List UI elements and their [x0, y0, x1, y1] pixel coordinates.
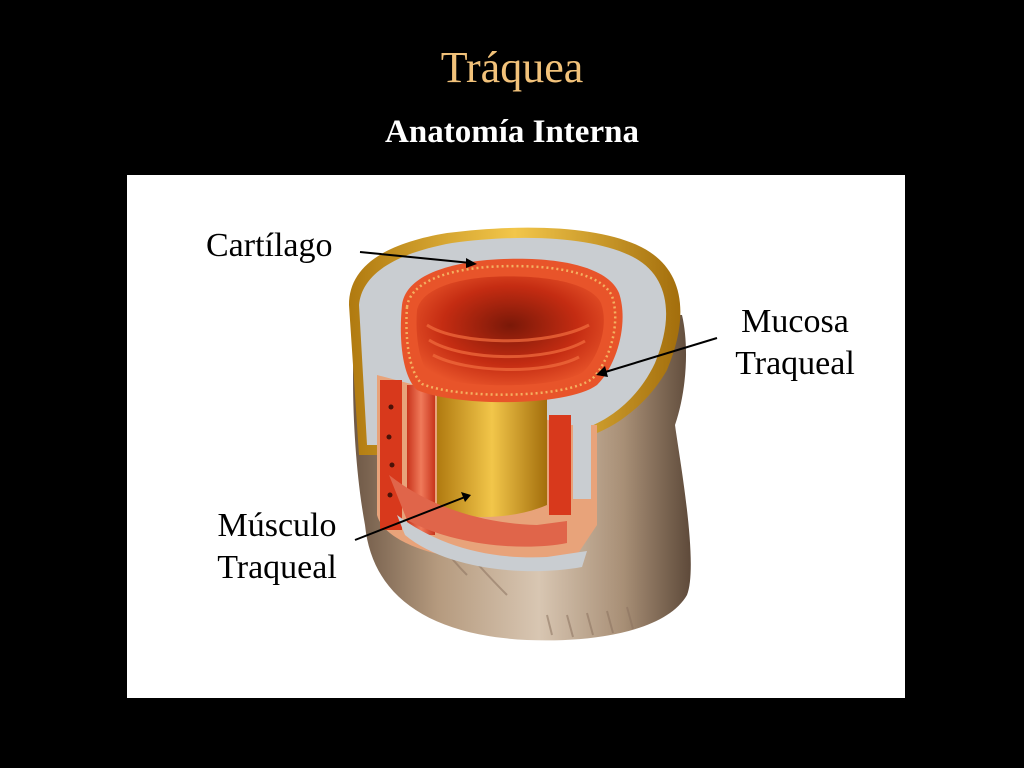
- muscle-leader: [354, 496, 466, 541]
- mucosa-dotted-edge: [405, 264, 617, 396]
- slide-subtitle: Anatomía Interna: [385, 114, 639, 150]
- lumen-rings: [426, 323, 590, 372]
- inner-gold-column: [437, 385, 547, 517]
- label-mucosa: Mucosa Traqueal: [725, 301, 865, 385]
- slide-title: Tráquea: [440, 43, 584, 92]
- trachea-illustration: [349, 227, 718, 641]
- muscle-strip-right: [549, 415, 571, 515]
- diagram-panel: Cartílago Mucosa Traqueal Músculo Traque…: [127, 175, 905, 698]
- cartilage-strip-right: [573, 419, 591, 499]
- label-muscle-line2: Traqueal: [217, 549, 337, 586]
- label-mucosa-line2: Traqueal: [735, 345, 855, 382]
- leader-arrowheads: [461, 258, 608, 502]
- muscle-dots-left: [386, 404, 395, 498]
- cartilage-leader: [359, 251, 472, 264]
- tracheal-lumen: [416, 276, 604, 386]
- label-muscle-line1: Músculo: [217, 507, 337, 544]
- label-muscle: Músculo Traqueal: [207, 505, 347, 589]
- muscle-strip-left: [380, 380, 402, 530]
- label-cartilage: Cartílago: [206, 227, 333, 264]
- mucosa-leader: [601, 337, 718, 374]
- lower-cartilage-band: [397, 515, 587, 572]
- label-mucosa-line1: Mucosa: [741, 303, 849, 340]
- tracheal-muscle-band: [389, 475, 567, 547]
- leader-lines: [354, 251, 718, 541]
